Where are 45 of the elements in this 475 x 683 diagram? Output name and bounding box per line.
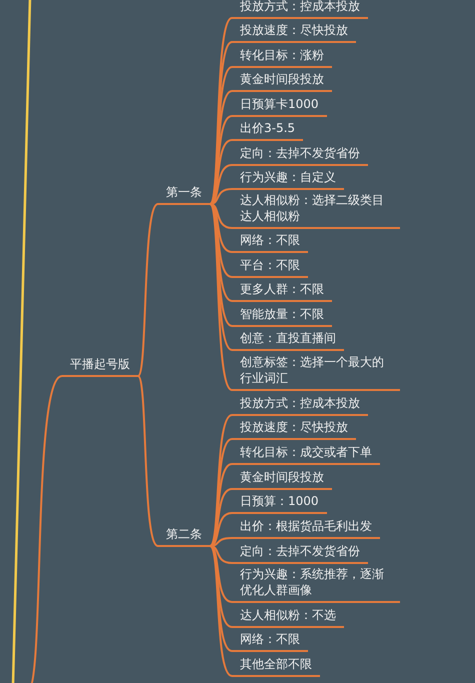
topic-node: 投放方式：控成本投放 bbox=[232, 395, 368, 416]
branch-line bbox=[210, 139, 232, 205]
topic-node: 日预算卡1000 bbox=[232, 96, 327, 117]
branch-line bbox=[209, 414, 233, 547]
topic-node: 平播起号版 bbox=[62, 356, 138, 377]
topic-node: 更多人群：不限 bbox=[232, 281, 332, 302]
topic-node: 第二条 bbox=[158, 526, 210, 547]
branch-line bbox=[210, 512, 232, 547]
topic-node: 定向：去掉不发货省份 bbox=[232, 145, 368, 166]
branch-line bbox=[209, 438, 232, 547]
topic-node: 黄金时间段投放 bbox=[232, 469, 332, 490]
topic-node: 行为兴趣：自定义 bbox=[232, 169, 344, 190]
topic-node: 日预算：1000 bbox=[232, 493, 327, 514]
topic-node: 平台：不限 bbox=[232, 257, 308, 278]
branch-line bbox=[210, 545, 232, 603]
branch-line bbox=[209, 203, 233, 391]
branch-line bbox=[137, 375, 159, 547]
topic-node: 出价3-5.5 bbox=[232, 120, 304, 141]
branch-line bbox=[209, 66, 233, 205]
topic-node: 其他全部不限 bbox=[232, 656, 320, 677]
topic-node: 网络：不限 bbox=[232, 631, 308, 652]
topic-node: 转化目标：涨粉 bbox=[232, 47, 332, 68]
topic-node: 行为兴趣：系统推荐，逐渐优化人群画像 bbox=[232, 566, 400, 603]
topic-node: 投放速度：尽快投放 bbox=[232, 419, 356, 440]
branch-line bbox=[209, 203, 233, 351]
topic-node: 第一条 bbox=[158, 184, 210, 205]
branch-line bbox=[209, 545, 232, 652]
topic-node: 投放方式：控成本投放 bbox=[232, 0, 368, 19]
topic-node: 转化目标：成交或者下单 bbox=[232, 444, 380, 465]
topic-node: 智能放量：不限 bbox=[232, 306, 332, 327]
topic-node: 网络：不限 bbox=[232, 232, 308, 253]
topic-node: 达人相似粉：不选 bbox=[232, 607, 344, 628]
branch-line bbox=[210, 488, 232, 547]
branch-line bbox=[209, 463, 232, 547]
branch-line bbox=[210, 203, 232, 253]
topic-node: 投放速度：尽快投放 bbox=[232, 22, 356, 43]
topic-node: 定向：去掉不发货省份 bbox=[232, 543, 368, 564]
branch-line bbox=[209, 545, 233, 677]
topic-node: 达人相似粉：选择二级类目达人相似粉 bbox=[232, 192, 400, 229]
branch-line bbox=[137, 203, 159, 377]
topic-node: 创意标签：选择一个最大的行业词汇 bbox=[232, 354, 400, 391]
topic-node: 出价：根据货品毛利出发 bbox=[232, 518, 380, 539]
topic-node: 创意：直投直播间 bbox=[232, 330, 344, 351]
branch-line bbox=[209, 545, 232, 628]
topic-node: 黄金时间段投放 bbox=[232, 71, 332, 92]
